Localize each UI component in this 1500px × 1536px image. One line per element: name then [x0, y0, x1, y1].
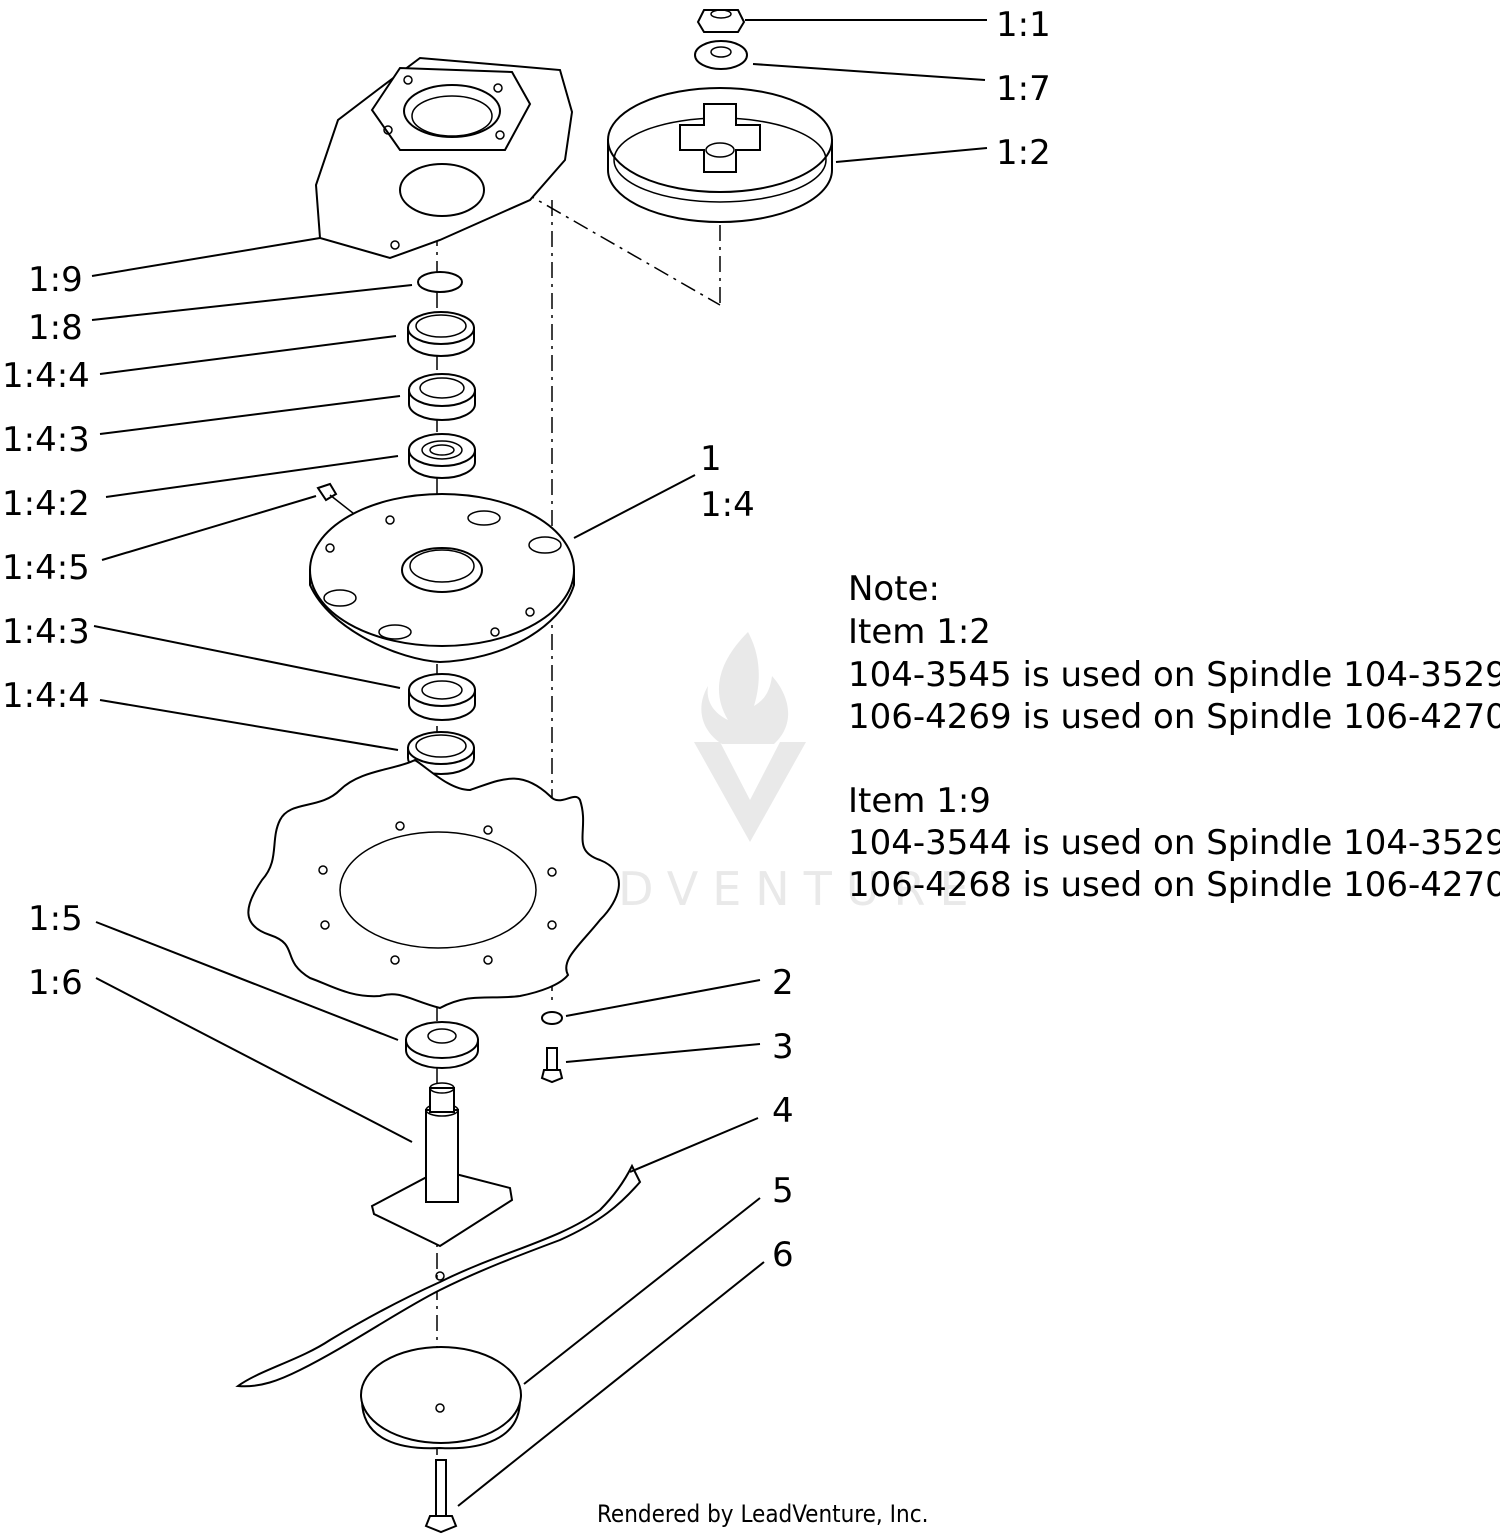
part-blade-bolt-6: [424, 1459, 458, 1534]
part-spindle-shaft-1-6: [370, 1082, 514, 1248]
note-item-b-title: Item 1:9: [848, 781, 991, 821]
callout-5: 5: [772, 1171, 794, 1211]
callout-1-4-3-top: 1:4:3: [2, 420, 90, 460]
callout-1-5: 1:5: [28, 899, 83, 939]
part-cup-5: [360, 1346, 522, 1450]
part-spindle-housing-1-4: [309, 493, 575, 664]
callout-2: 2: [772, 963, 794, 1003]
callout-1-4: 1:4: [700, 485, 755, 525]
footer-credit: Rendered by LeadVenture, Inc.: [597, 1500, 928, 1528]
part-bolt-3: [540, 1047, 564, 1084]
callout-1: 1: [700, 439, 722, 479]
callout-1-4-2: 1:4:2: [2, 484, 90, 524]
callout-1-9: 1:9: [28, 260, 83, 300]
part-deck-plate: [247, 758, 620, 1010]
callout-3: 3: [772, 1027, 794, 1067]
note-item-a-title: Item 1:2: [848, 612, 991, 652]
part-bearing-1-4-3-bottom: [408, 673, 476, 721]
note-item-b-line1: 104-3544 is used on Spindle 104-3529: [848, 823, 1500, 863]
note-item-a-line1: 104-3545 is used on Spindle 104-3529: [848, 655, 1500, 695]
callout-1-4-3-bottom: 1:4:3: [2, 612, 90, 652]
centerline-link: [519, 189, 721, 306]
watermark-logo: [694, 632, 806, 842]
part-bearing-1-4-2: [408, 433, 476, 479]
callout-1-2: 1:2: [996, 133, 1051, 173]
callout-1-4-4-top: 1:4:4: [2, 356, 90, 396]
part-housing-1-9: [314, 56, 574, 260]
part-nut-1-1: [696, 9, 746, 33]
callout-4: 4: [772, 1091, 794, 1131]
callout-6: 6: [772, 1235, 794, 1275]
leader-lines: [91, 19, 988, 1507]
note-heading: Note:: [848, 569, 940, 609]
part-washer-1-7: [694, 40, 748, 70]
part-collar-1-5: [405, 1021, 479, 1069]
part-seal-1-4-4-top: [407, 311, 475, 357]
note-item-a-line2: 106-4269 is used on Spindle 106-4270: [848, 697, 1500, 737]
callout-1-7: 1:7: [996, 69, 1051, 109]
part-washer-2: [541, 1011, 563, 1025]
note-block: Note: Item 1:2 104-3545 is used on Spind…: [848, 569, 1500, 905]
callout-1-4-5: 1:4:5: [2, 548, 90, 588]
part-pulley-1-2: [607, 87, 833, 223]
part-seal-1-4-4-bottom: [407, 731, 475, 775]
callout-1-1: 1:1: [996, 5, 1051, 45]
part-bearing-1-4-3-top: [408, 373, 476, 421]
callout-1-6: 1:6: [28, 963, 83, 1003]
part-snap-ring-1-8: [417, 271, 463, 293]
callout-1-4-4-bottom: 1:4:4: [2, 676, 90, 716]
callout-1-8: 1:8: [28, 308, 83, 348]
part-blade-4: [235, 1163, 642, 1388]
note-item-b-line2: 106-4268 is used on Spindle 106-4270: [848, 865, 1500, 905]
